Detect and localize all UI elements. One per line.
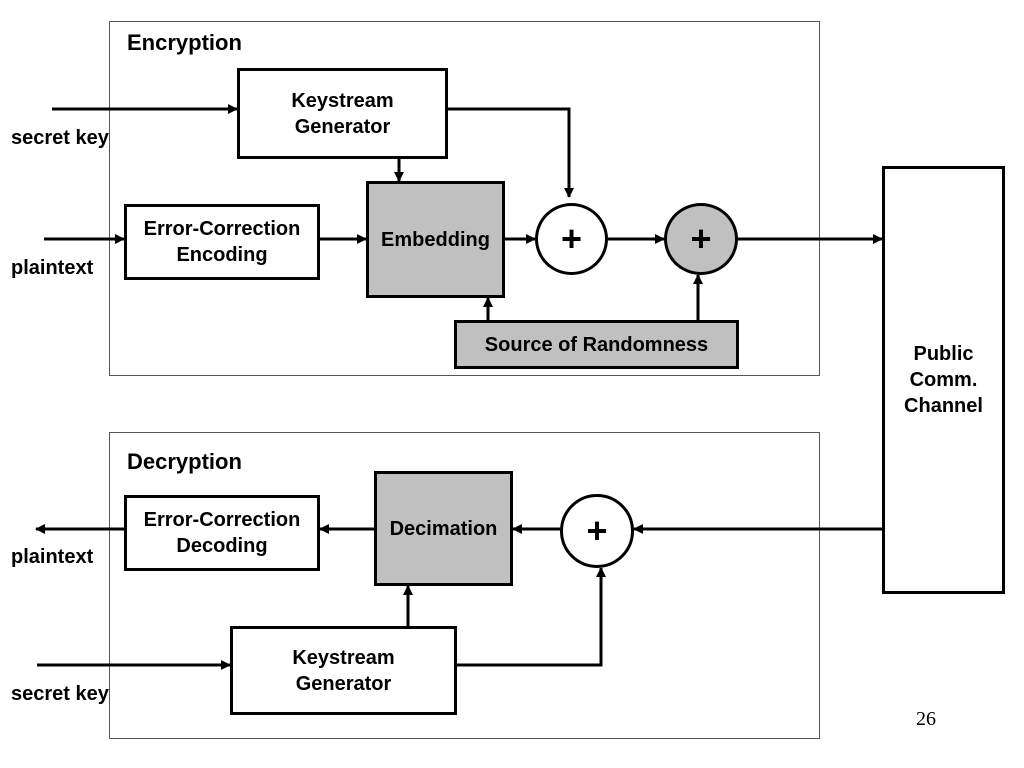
enc-keystream-generator-box: Keystream Generator [237, 68, 448, 159]
dec-plaintext-label: plaintext [11, 546, 94, 568]
dec-keystream-generator-box: Keystream Generator [230, 626, 457, 715]
decryption-frame [109, 432, 820, 739]
embedding-box: Embedding [366, 181, 505, 298]
error-correction-encoding-box: Error-Correction Encoding [124, 204, 320, 280]
dec-keystream-to-xor-arrow [457, 567, 606, 667]
error-correction-decoding-box: Error-Correction Decoding [124, 495, 320, 571]
enc-xor-circle: + [535, 203, 608, 275]
decryption-title: Decryption [127, 449, 242, 474]
encryption-title: Encryption [127, 30, 242, 55]
dec-secret-key-label: secret key [11, 683, 109, 705]
enc-plaintext-label: plaintext [11, 257, 94, 279]
keystream-to-xor-arrow [448, 107, 574, 198]
public-comm-channel-box: Public Comm. Channel [882, 166, 1005, 594]
source-of-randomness-box: Source of Randomness [454, 320, 739, 369]
enc-secret-key-label: secret key [11, 127, 109, 149]
encryption-frame [109, 21, 820, 376]
dec-xor-circle: + [560, 494, 634, 568]
page-number: 26 [916, 708, 936, 730]
enc-add-circle: + [664, 203, 738, 275]
decimation-box: Decimation [374, 471, 513, 586]
